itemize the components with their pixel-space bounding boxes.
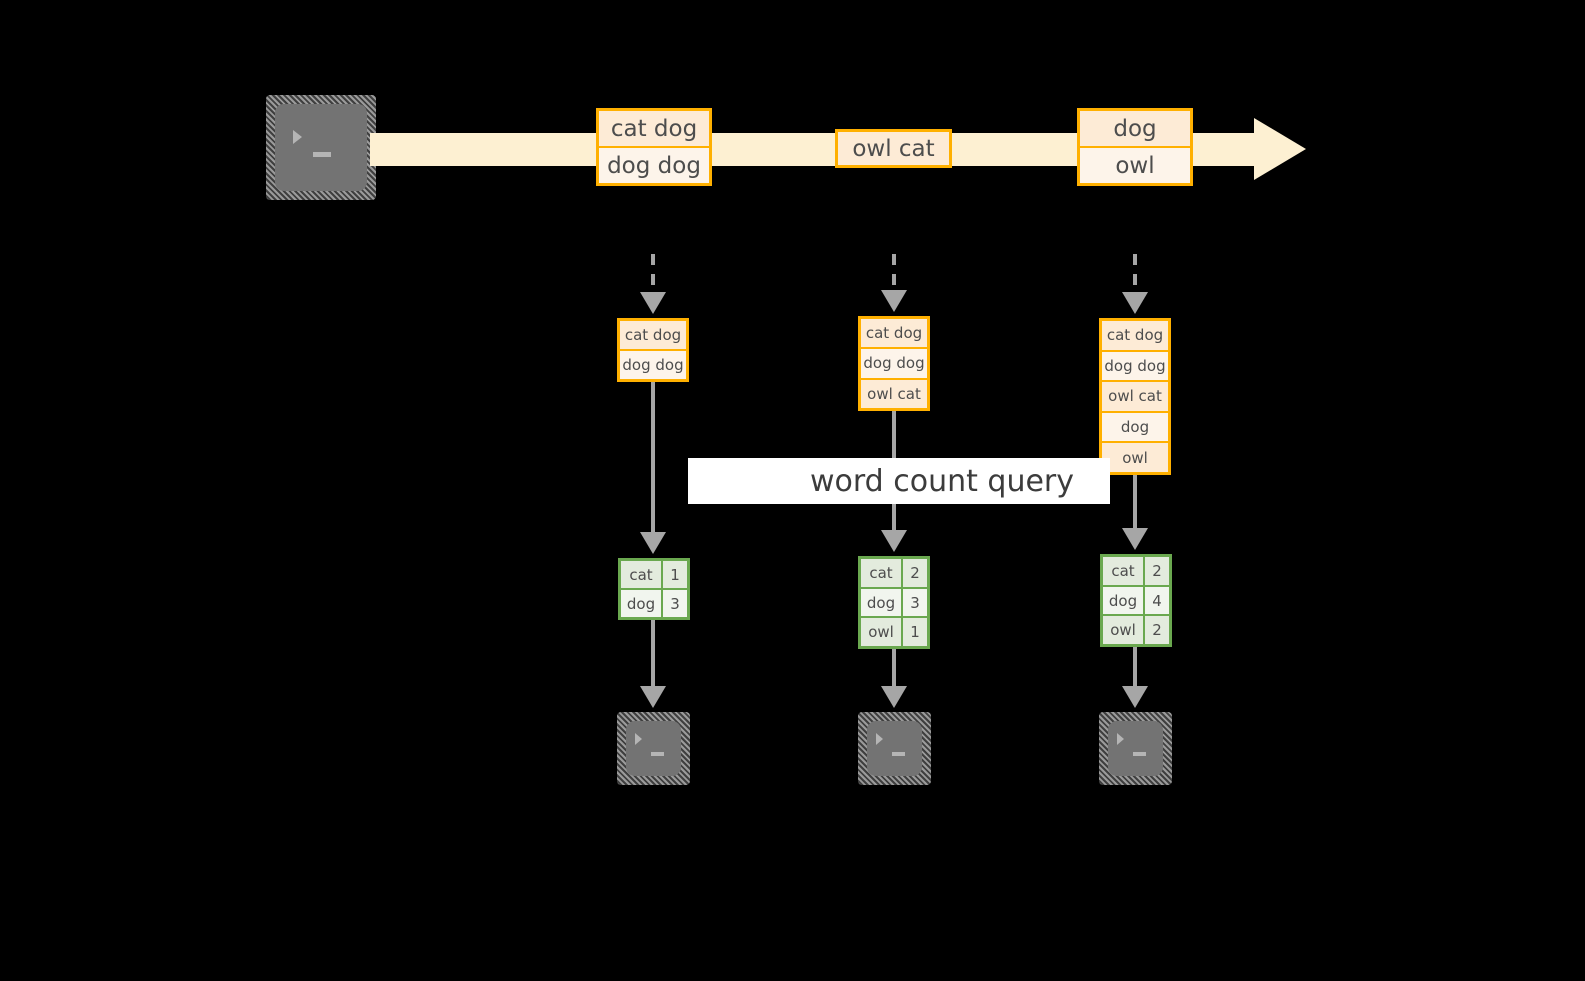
- stream-batch-2: owl cat: [835, 129, 952, 168]
- trigger-3-result-word-3: owl: [1103, 616, 1145, 645]
- terminal-screen: [867, 721, 922, 776]
- trigger-3-result-count-3: 2: [1145, 616, 1169, 645]
- trigger-3-dashed-connector: [1133, 254, 1137, 294]
- trigger-1-result-word-2: dog: [621, 590, 663, 617]
- trigger-2-input-line-1: cat dog: [861, 319, 927, 350]
- trigger-1-sink-arrowhead-icon: [640, 686, 666, 708]
- trigger-3-result-table: cat 2 dog 4 owl 2: [1100, 554, 1172, 647]
- terminal-screen: [275, 104, 367, 191]
- stream-batch-1-line-2: dog dog: [599, 148, 709, 183]
- trigger-1-result-row-1: cat 1: [621, 561, 687, 590]
- terminal-prompt-chevron-icon: [876, 733, 883, 745]
- trigger-1-result-count-2: 3: [663, 590, 687, 617]
- trigger-3-query-connector: [1133, 475, 1137, 531]
- trigger-1-dashed-arrowhead-icon: [640, 292, 666, 314]
- trigger-3-result-row-3: owl 2: [1103, 616, 1169, 645]
- terminal-prompt-underscore-icon: [1133, 752, 1146, 756]
- trigger-2-result-word-3: owl: [861, 618, 903, 647]
- trigger-2-query-arrowhead-icon: [881, 530, 907, 552]
- trigger-1-result-word-1: cat: [621, 561, 663, 588]
- terminal-screen: [1108, 721, 1163, 776]
- trigger-3-result-row-1: cat 2: [1103, 557, 1169, 587]
- terminal-prompt-underscore-icon: [651, 752, 664, 756]
- terminal-screen: [626, 721, 681, 776]
- terminal-prompt-underscore-icon: [313, 152, 331, 157]
- trigger-2-result-count-2: 3: [903, 588, 927, 617]
- trigger-3-sink-connector: [1133, 647, 1137, 688]
- stream-batch-3: dog owl: [1077, 108, 1193, 186]
- trigger-3-input-line-4: dog: [1102, 412, 1168, 444]
- terminal-prompt-chevron-icon: [1117, 733, 1124, 745]
- trigger-1-input-line-1: cat dog: [620, 321, 686, 351]
- source-terminal-icon: [266, 95, 376, 200]
- trigger-3-query-arrowhead-icon: [1122, 528, 1148, 550]
- trigger-1-input-table: cat dog dog dog: [617, 318, 689, 382]
- trigger-3-input-line-3: owl cat: [1102, 382, 1168, 413]
- trigger-2-result-count-1: 2: [903, 559, 927, 587]
- trigger-3-result-row-2: dog 4: [1103, 586, 1169, 617]
- trigger-3-input-line-5: owl: [1102, 443, 1168, 472]
- word-count-query-label: word count query: [809, 463, 1075, 499]
- trigger-3-input-line-1: cat dog: [1102, 321, 1168, 352]
- trigger-3-result-count-2: 4: [1145, 586, 1169, 615]
- trigger-2-input-line-3: owl cat: [861, 379, 927, 408]
- trigger-2-result-row-3: owl 1: [861, 618, 927, 647]
- trigger-3-dashed-arrowhead-icon: [1122, 292, 1148, 314]
- trigger-1-query-arrowhead-icon: [640, 532, 666, 554]
- trigger-3-result-word-2: dog: [1103, 586, 1145, 615]
- trigger-2-result-word-1: cat: [861, 559, 903, 587]
- word-count-query-banner: word count query: [688, 458, 1110, 504]
- trigger-3-result-count-1: 2: [1145, 557, 1169, 585]
- stream-batch-2-line-1: owl cat: [838, 132, 949, 165]
- trigger-2-sink-connector: [892, 649, 896, 688]
- terminal-prompt-underscore-icon: [892, 752, 905, 756]
- stream-batch-1-line-1: cat dog: [599, 111, 709, 148]
- trigger-2-result-word-2: dog: [861, 588, 903, 617]
- trigger-2-result-table: cat 2 dog 3 owl 1: [858, 556, 930, 649]
- trigger-3-input-table: cat dog dog dog owl cat dog owl: [1099, 318, 1171, 475]
- stream-batch-3-line-1: dog: [1080, 111, 1190, 148]
- stream-batch-1: cat dog dog dog: [596, 108, 712, 186]
- trigger-1-dashed-connector: [651, 254, 655, 294]
- trigger-1-sink-terminal-icon: [617, 712, 690, 785]
- terminal-prompt-chevron-icon: [635, 733, 642, 745]
- stream-arrow-head-icon: [1254, 118, 1306, 180]
- trigger-2-sink-terminal-icon: [858, 712, 931, 785]
- trigger-3-result-word-1: cat: [1103, 557, 1145, 585]
- trigger-3-sink-arrowhead-icon: [1122, 686, 1148, 708]
- trigger-1-result-row-2: dog 3: [621, 590, 687, 617]
- trigger-3-input-line-2: dog dog: [1102, 351, 1168, 383]
- stream-batch-3-line-2: owl: [1080, 148, 1190, 183]
- trigger-1-sink-connector: [651, 620, 655, 688]
- trigger-1-input-line-2: dog dog: [620, 351, 686, 379]
- trigger-2-result-row-1: cat 2: [861, 559, 927, 589]
- trigger-2-result-row-2: dog 3: [861, 588, 927, 619]
- trigger-2-sink-arrowhead-icon: [881, 686, 907, 708]
- terminal-prompt-chevron-icon: [293, 130, 302, 144]
- trigger-1-result-count-1: 1: [663, 561, 687, 588]
- trigger-2-input-line-2: dog dog: [861, 349, 927, 380]
- trigger-1-result-table: cat 1 dog 3: [618, 558, 690, 620]
- trigger-2-dashed-connector: [892, 254, 896, 292]
- trigger-2-dashed-arrowhead-icon: [881, 290, 907, 312]
- trigger-1-query-connector: [651, 382, 655, 534]
- trigger-2-result-count-3: 1: [903, 618, 927, 647]
- trigger-2-input-table: cat dog dog dog owl cat: [858, 316, 930, 411]
- trigger-3-sink-terminal-icon: [1099, 712, 1172, 785]
